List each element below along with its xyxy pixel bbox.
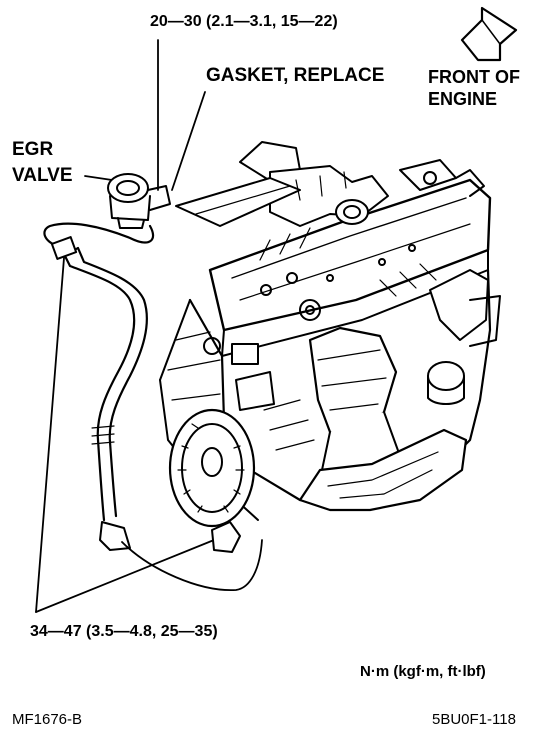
torque-leader-bottom-1: [35, 257, 65, 613]
flywheel: [168, 408, 256, 528]
egr-leader: [84, 175, 113, 181]
egr-pipe: [60, 248, 136, 522]
egr-valve-label-line1: EGR: [12, 139, 54, 160]
torque-spec-bottom: 34—47 (3.5—4.8, 25—35): [30, 623, 218, 640]
front-of-engine-line1: FRONT OF: [428, 67, 520, 87]
figure-id-left: MF1676-B: [12, 711, 83, 728]
front-arrow-icon: [460, 6, 518, 62]
gasket-leader: [171, 91, 206, 191]
torque-leader-bottom-2: [35, 539, 215, 613]
oil-pan: [298, 428, 468, 512]
torque-units: N·m (kgf·m, ft·lbf): [360, 663, 486, 680]
egr-valve-icon: [107, 173, 171, 229]
gasket-note: GASKET, REPLACE: [206, 65, 385, 86]
egr-valve-label-line2: VALVE: [12, 165, 73, 186]
front-of-engine-line2: ENGINE: [428, 89, 498, 109]
torque-spec-top: 20—30 (2.1—3.1, 15—22): [150, 13, 338, 30]
figure-id-right: 5BU0F1-118: [432, 711, 516, 728]
